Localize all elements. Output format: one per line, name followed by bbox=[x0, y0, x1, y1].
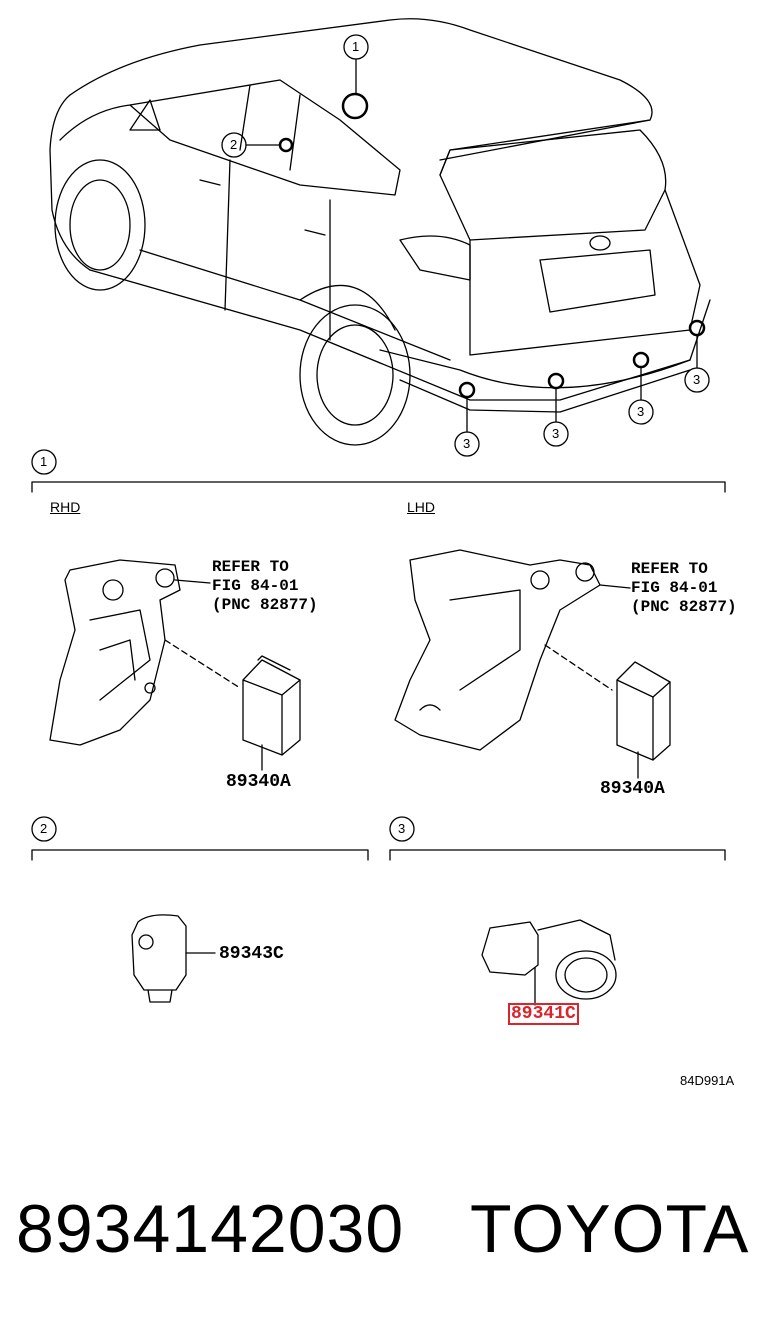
rhd-bracket-illustration bbox=[49, 559, 211, 746]
callout-3-vehicle-c bbox=[628, 399, 654, 425]
callout-1-vehicle bbox=[343, 34, 369, 60]
section-3-number: 3 bbox=[398, 821, 406, 836]
figure-code: 84D991A bbox=[680, 1073, 735, 1088]
callout-3-label-d: 3 bbox=[693, 372, 701, 387]
section-2-bracket bbox=[31, 849, 369, 861]
sensor-89341c-illustration bbox=[481, 919, 617, 1006]
section-2-number: 2 bbox=[40, 821, 48, 836]
rhd-ecu-module bbox=[164, 639, 301, 771]
section-3-badge bbox=[389, 816, 415, 842]
callout-3-label-b: 3 bbox=[552, 426, 560, 441]
callout-3-label-c: 3 bbox=[637, 404, 645, 419]
callout-2-label: 2 bbox=[230, 137, 238, 152]
rhd-refer-note: REFER TO FIG 84-01 (PNC 82877) bbox=[212, 558, 318, 614]
lhd-refer-note: REFER TO FIG 84-01 (PNC 82877) bbox=[631, 560, 737, 616]
part-89340a-lhd[interactable]: 89340A bbox=[600, 779, 665, 799]
part-89343c[interactable]: 89343C bbox=[219, 944, 284, 964]
callout-3-vehicle-a bbox=[454, 431, 480, 457]
part-89340a-rhd[interactable]: 89340A bbox=[226, 772, 291, 792]
section-1-number: 1 bbox=[40, 454, 48, 469]
vehicle-illustration bbox=[49, 18, 711, 446]
callout-3-vehicle-b bbox=[543, 421, 569, 447]
section-1-bracket bbox=[31, 481, 726, 493]
footer-part-number: 8934142030 bbox=[16, 1191, 405, 1267]
footer-brand: TOYOTA bbox=[470, 1191, 750, 1267]
rhd-heading: RHD bbox=[50, 499, 81, 515]
callout-3-vehicle-d bbox=[684, 367, 710, 393]
lhd-heading: LHD bbox=[407, 499, 436, 515]
callout-2-vehicle bbox=[221, 132, 247, 158]
section-1-badge bbox=[31, 449, 57, 475]
section-3-bracket bbox=[389, 849, 726, 861]
section-2-badge bbox=[31, 816, 57, 842]
callout-1-label: 1 bbox=[352, 39, 360, 54]
lhd-bracket-illustration bbox=[394, 549, 631, 751]
part-89341c-highlighted[interactable]: 89341C bbox=[508, 1003, 579, 1025]
lhd-ecu-module bbox=[544, 644, 671, 779]
sensor-89343c-illustration bbox=[131, 914, 216, 1003]
callout-3-label-a: 3 bbox=[463, 436, 471, 451]
